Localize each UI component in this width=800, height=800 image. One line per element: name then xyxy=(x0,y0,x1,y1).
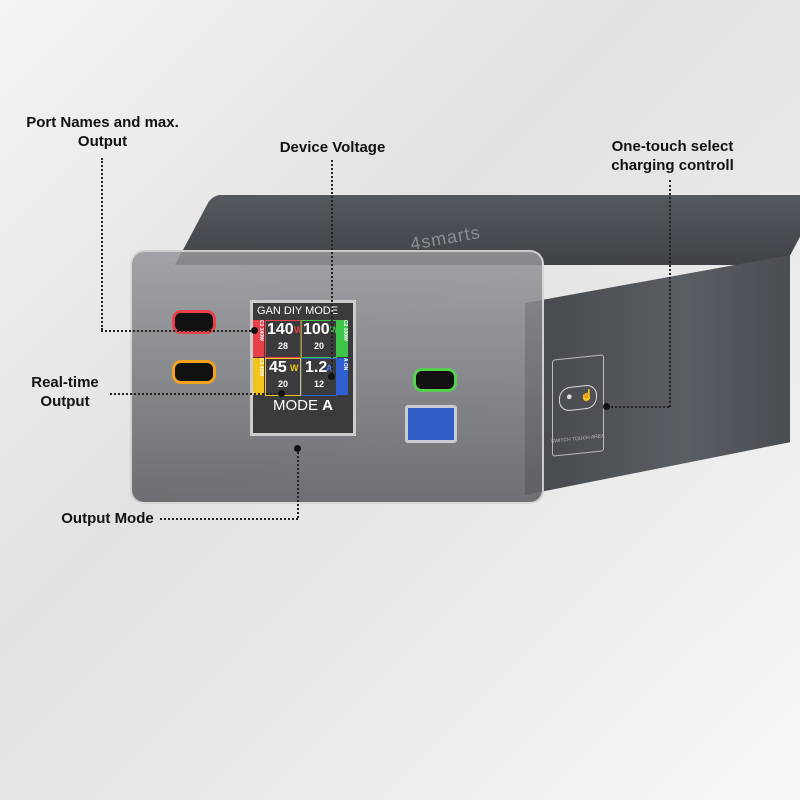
mode-value: A xyxy=(322,397,334,414)
cell-c2: 100 W 20 xyxy=(301,320,339,358)
side-label-c2: C2 100W xyxy=(337,320,348,357)
callout-dot xyxy=(294,445,301,452)
mode-label: MODE A xyxy=(273,397,333,414)
touch-area-label: SWITCH TOUCH AREA xyxy=(551,433,605,445)
callout-line xyxy=(669,180,671,407)
cell-unit: W xyxy=(294,325,303,335)
callout-device-voltage: Device Voltage xyxy=(279,139,386,156)
hand-pointer-icon: ☝ xyxy=(580,389,594,403)
cell-sub: 20 xyxy=(278,379,289,389)
cell-sub: 28 xyxy=(278,341,289,351)
usb-a-port xyxy=(405,405,457,443)
cell-unit: W xyxy=(290,363,299,373)
cell-sub: 12 xyxy=(314,379,325,389)
cell-unit: W xyxy=(330,325,339,335)
usb-c3-port xyxy=(413,368,457,392)
callout-line xyxy=(101,330,251,332)
touch-button[interactable]: ● ☝ xyxy=(559,384,597,412)
screen-title: GAN DIY MODE xyxy=(257,305,339,317)
callout-dot xyxy=(278,390,285,397)
side-label-c1: C1 140W xyxy=(253,320,264,357)
callout-line xyxy=(297,448,299,518)
touch-area[interactable]: ● ☝ SWITCH TOUCH AREA xyxy=(551,354,605,457)
cell-c1: 140 W 28 xyxy=(265,320,303,358)
callout-realtime: Real-time Output xyxy=(31,374,99,410)
callout-dot xyxy=(251,327,258,334)
dot-icon: ● xyxy=(566,390,573,404)
callout-line xyxy=(110,393,280,395)
cell-unit: A xyxy=(326,363,333,373)
cell-value: 1.2 xyxy=(305,359,328,376)
callout-dot xyxy=(603,403,610,410)
callout-line xyxy=(331,160,333,378)
cell-value: 140 xyxy=(267,321,294,338)
cell-value: 100 xyxy=(303,321,330,338)
side-label-c3: C3 45W xyxy=(253,358,264,395)
callout-port-names: Port Names and max. Output xyxy=(26,114,179,150)
callout-output-mode: Output Mode xyxy=(61,510,154,527)
usb-c2-port xyxy=(172,360,216,384)
cell-value: 45 xyxy=(269,359,287,376)
callout-line xyxy=(607,406,669,408)
callout-line xyxy=(101,158,103,330)
cell-sub: 20 xyxy=(314,341,325,351)
callout-one-touch: One-touch select charging controll xyxy=(611,138,734,174)
display-screen: GAN DIY MODE 140 W 28 100 W 20 45 W 20 1… xyxy=(250,300,356,436)
side-label-a: A ON xyxy=(337,358,348,395)
cell-a: 1.2 A 12 xyxy=(301,358,337,396)
callout-line xyxy=(160,518,298,520)
callout-dot xyxy=(328,373,335,380)
mode-text: MODE xyxy=(273,397,318,414)
